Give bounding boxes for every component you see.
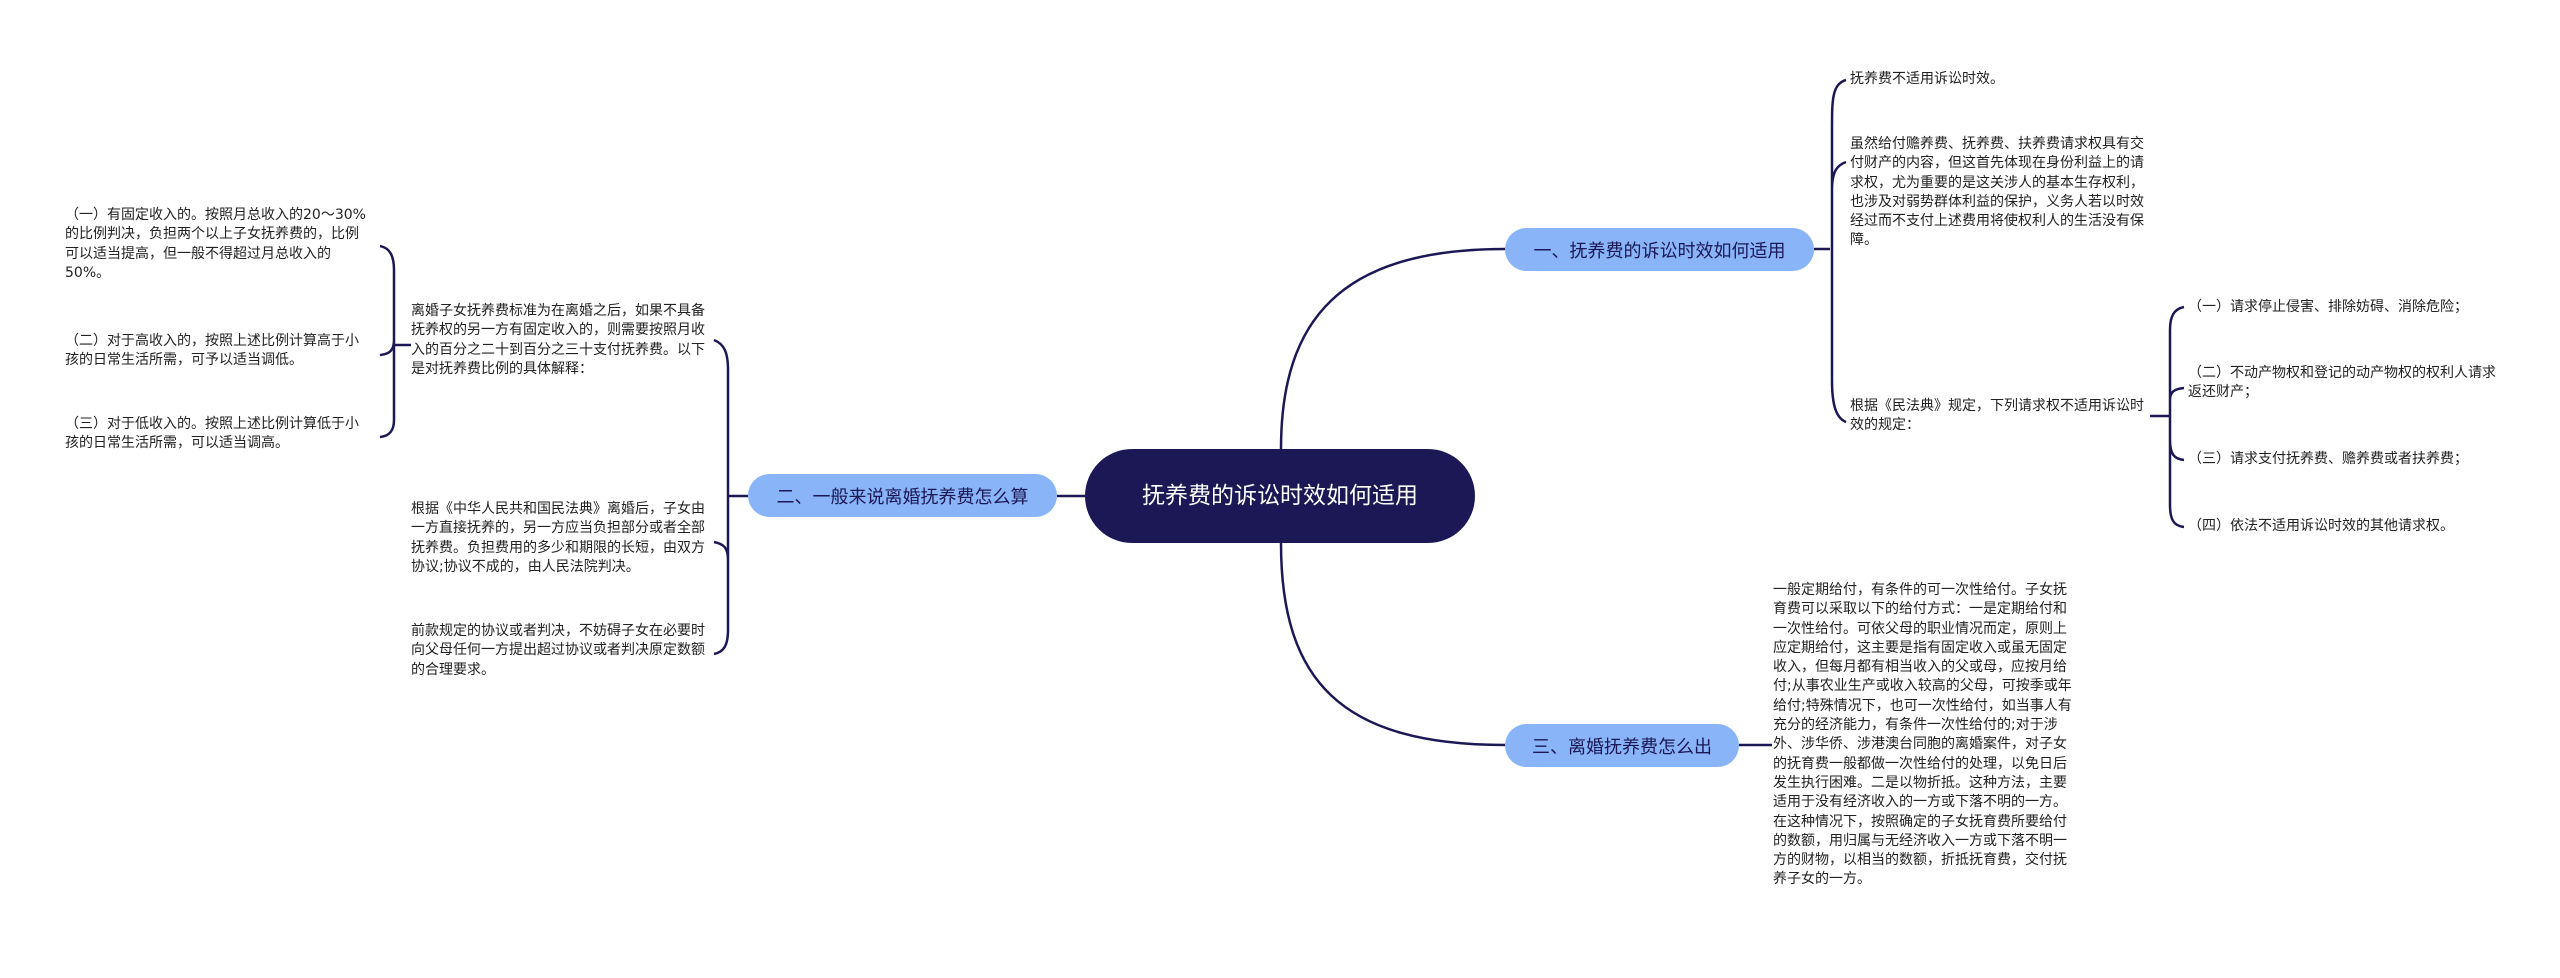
sub-item[interactable]: （一）有固定收入的。按照月总收入的20～30%的比例判决，负担两个以上子女抚养费… [65, 207, 366, 281]
leaf-text[interactable]: 一般定期给付，有条件的可一次性给付。子女抚育费可以采取以下的给付方式：一是定期给… [1773, 582, 2072, 888]
connector-branch1-bracket [1814, 78, 1847, 424]
root-title: 抚养费的诉讼时效如何适用 [1142, 483, 1418, 509]
branch-label-3: 三、离婚抚养费怎么出 [1532, 736, 1712, 758]
connector-root-branch3 [1279, 542, 1506, 747]
sub-item[interactable]: （四）依法不适用诉讼时效的其他请求权。 [2188, 518, 2454, 534]
connector-branch2-bracket [713, 338, 748, 656]
leaf-text[interactable]: 前款规定的协议或者判决，不妨碍子女在必要时向父母任何一方提出超过协议或者判决原定… [411, 623, 705, 678]
leaf-text[interactable]: 抚养费不适用诉讼时效。 [1850, 71, 2004, 87]
sub-item[interactable]: （三）对于低收入的。按照上述比例计算低于小孩的日常生活所需，可以适当调高。 [65, 416, 359, 452]
branch-node-3[interactable]: 三、离婚抚养费怎么出 [1505, 724, 1739, 767]
sub-item[interactable]: （二）不动产物权和登记的动产物权的权利人请求返还财产； [2188, 365, 2496, 401]
branch-label-2: 二、一般来说离婚抚养费怎么算 [776, 486, 1029, 508]
leaf-text[interactable]: 根据《民法典》规定，下列请求权不适用诉讼时效的规定： [1850, 398, 2144, 434]
sub-item[interactable]: （二）对于高收入的，按照上述比例计算高于小孩的日常生活所需，可予以适当调低。 [65, 333, 359, 369]
connector-left-sub-bracket [379, 244, 411, 439]
branch-node-1[interactable]: 一、抚养费的诉讼时效如何适用 [1505, 228, 1814, 271]
sub-item[interactable]: （三）请求支付抚养费、赡养费或者扶养费； [2188, 451, 2468, 467]
leaf-text[interactable]: 根据《中华人民共和国民法典》离婚后，子女由一方直接抚养的，另一方应当负担部分或者… [411, 501, 705, 575]
branch-node-2[interactable]: 二、一般来说离婚抚养费怎么算 [748, 474, 1057, 517]
root-node[interactable]: 抚养费的诉讼时效如何适用 [1085, 449, 1475, 543]
leaf-text[interactable]: 离婚子女抚养费标准为在离婚之后，如果不具备抚养权的另一方有固定收入的，则需要按照… [411, 303, 705, 377]
sub-item[interactable]: （一）请求停止侵害、排除妨碍、消除危险； [2188, 299, 2468, 315]
branch-label-1: 一、抚养费的诉讼时效如何适用 [1533, 240, 1786, 262]
connector-root-branch1 [1279, 247, 1506, 450]
connector-sub-bracket [2150, 305, 2185, 529]
leaf-text[interactable]: 虽然给付赡养费、抚养费、扶养费请求权具有交付财产的内容，但这首先体现在身份利益上… [1850, 136, 2144, 249]
